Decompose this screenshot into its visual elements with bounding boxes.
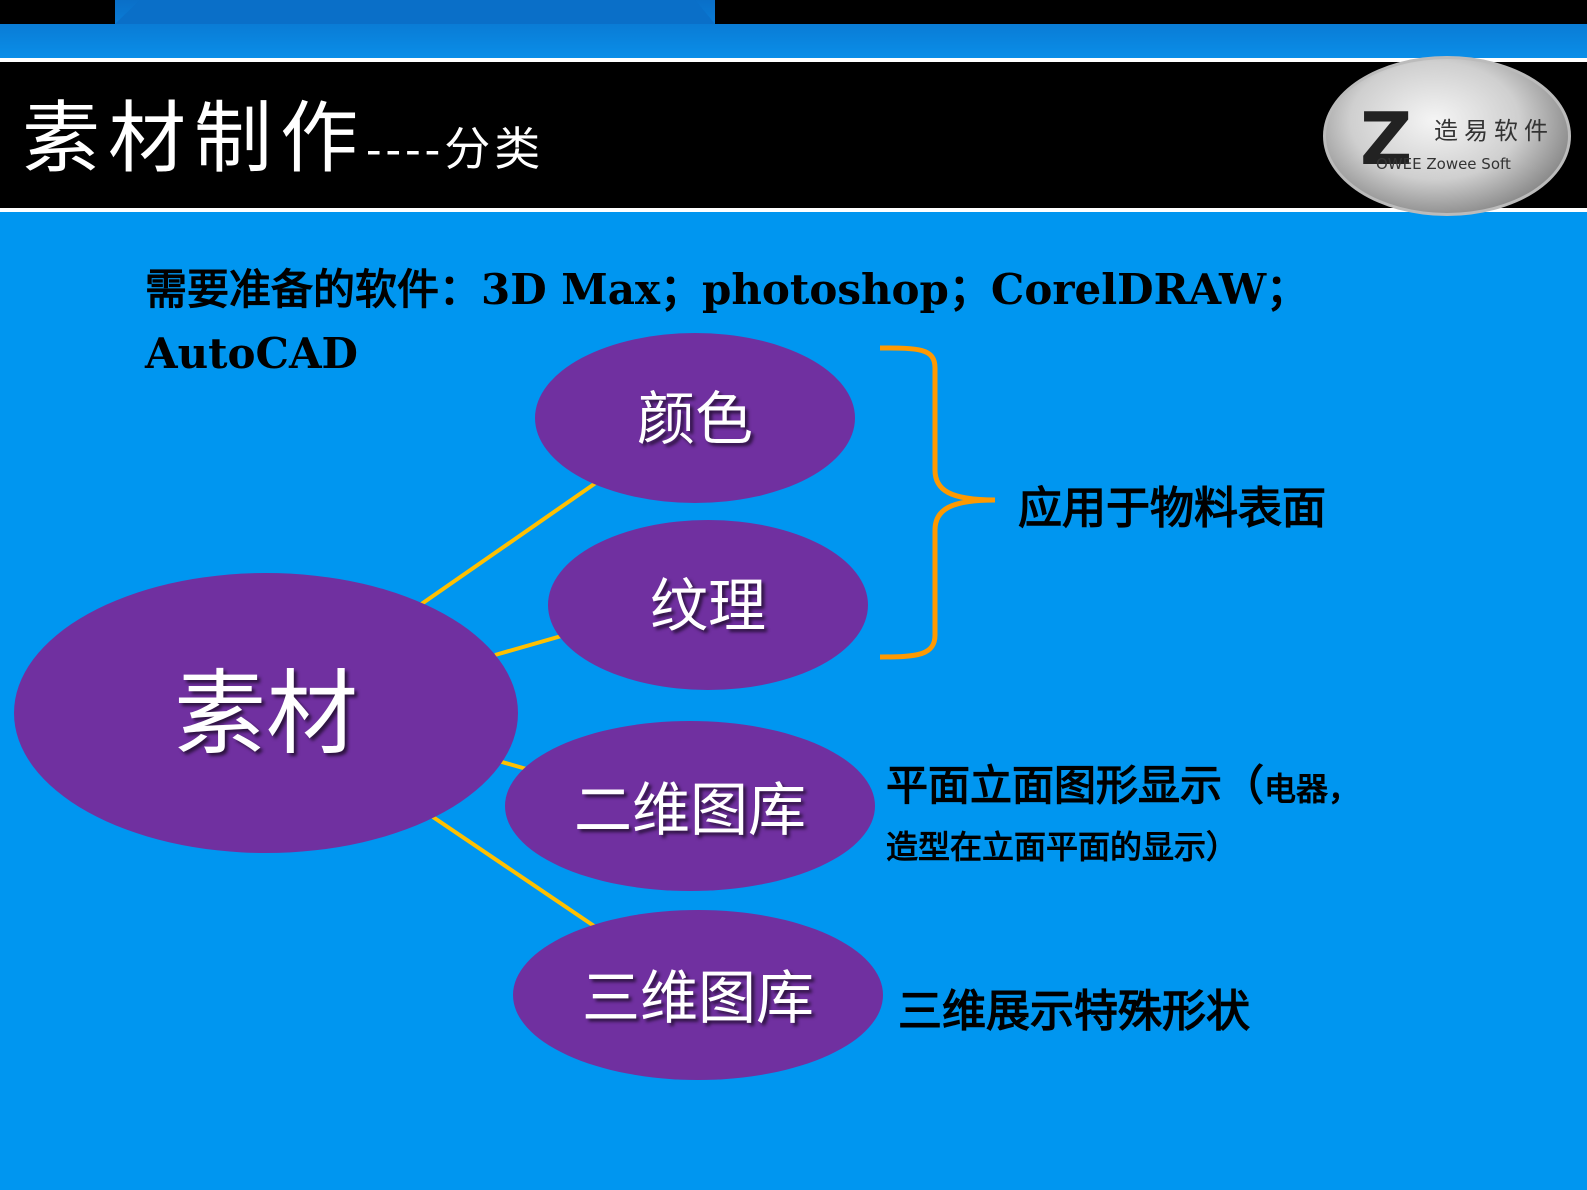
node-2d-label: 二维图库 [573,776,807,844]
title-bar [0,58,1587,212]
surface-description: 应用于物料表面 [1018,483,1326,534]
connector-color [418,478,602,607]
connectors [418,478,602,932]
title-sub: ----分类 [366,122,545,176]
logo-z-icon: Z [1360,97,1413,181]
company-logo: Z 造易软件 OWEE Zowee Soft [1323,56,1571,216]
nodes [14,333,883,1080]
node-texture [548,520,868,690]
brace-icon [879,345,996,660]
node-color [535,333,855,503]
software-requirements: 需要准备的软件：3D Max；photoshop；CorelDRAW；AutoC… [145,265,1309,378]
flat-description-small: 电器， [1264,770,1361,808]
node-color-label: 颜色 [636,385,754,453]
slide-title: 素材制作----分类 [22,76,544,188]
root-node-label: 素材 [173,660,359,768]
node-texture-label: 纹理 [649,572,767,640]
connector-texture [494,633,566,657]
node-3d-library [513,910,883,1080]
node-3d-label: 三维图库 [581,964,815,1032]
logo-chinese-name: 造易软件 [1434,117,1554,145]
connector-3d [428,813,602,932]
root-node [14,573,518,853]
flat-description-line1: 平面立面图形显示（电器， [886,752,1360,813]
logo-english-name: OWEE Zowee Soft [1376,155,1511,173]
flat-description-line2: 造型在立面平面的显示） [886,828,1239,866]
top-tab-right-bar [715,0,1587,24]
title-main: 素材制作 [22,94,367,184]
top-tab-left-bar [0,0,115,24]
top-tab [115,0,715,24]
flat-description-main: 平面立面图形显示（ [886,761,1265,810]
3d-description: 三维展示特殊形状 [898,986,1250,1037]
node-2d-library [505,721,875,891]
